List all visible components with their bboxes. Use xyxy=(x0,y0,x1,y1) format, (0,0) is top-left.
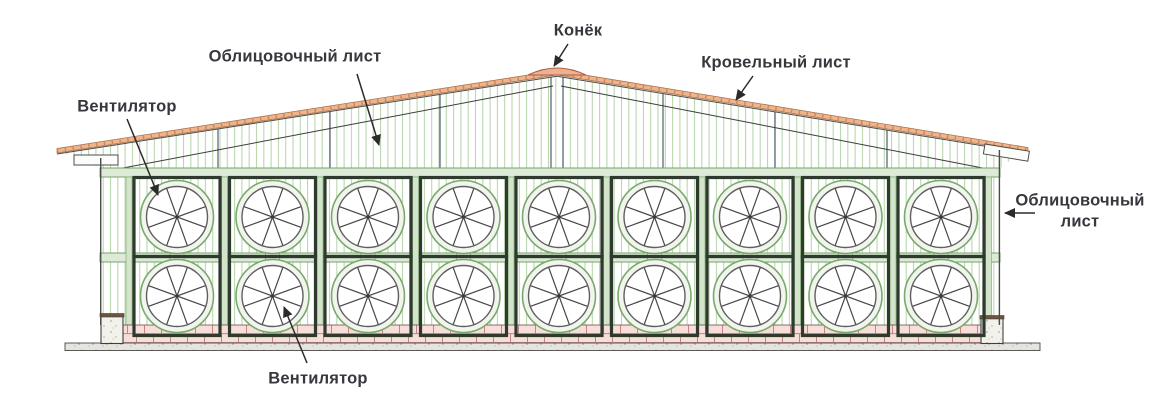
wall-stud xyxy=(794,176,801,326)
arrow-roofing-sheet xyxy=(735,75,754,101)
wall-stud xyxy=(316,176,324,326)
pier-right xyxy=(979,315,1005,345)
ridge-cap xyxy=(527,67,587,76)
ground-line xyxy=(64,342,1041,351)
label-cladding-right: Облицовочный лист xyxy=(1015,191,1145,230)
wall-stud xyxy=(698,176,706,326)
arrow-cladding-top xyxy=(356,73,381,146)
fan-grid xyxy=(132,175,986,338)
arrow-ridge xyxy=(553,43,569,67)
wall-stud xyxy=(412,176,419,326)
fascia-left xyxy=(73,154,119,166)
label-roofing-sheet: Кровельный лист xyxy=(701,53,851,72)
truss-chord-lines xyxy=(101,85,999,173)
wall-stud xyxy=(125,176,133,326)
wall-stud xyxy=(889,176,897,326)
gable-cladding xyxy=(62,77,1023,168)
wall-stud xyxy=(221,176,228,326)
label-fan-bottom: Вентилятор xyxy=(268,369,368,388)
label-cladding-top: Облицовочный лист xyxy=(208,47,382,66)
arrow-fan-bottom xyxy=(283,306,308,364)
label-ridge: Конёк xyxy=(553,21,603,40)
wall-top-girt xyxy=(99,167,1001,178)
wall-stud xyxy=(507,176,515,326)
fascia-right xyxy=(982,143,1030,162)
pier-left xyxy=(99,313,125,345)
annotation-arrows xyxy=(126,43,1035,364)
wall-stud xyxy=(985,176,992,326)
label-fan-top: Вентилятор xyxy=(77,97,177,116)
wall-stud xyxy=(603,176,610,326)
arrow-fan-top xyxy=(126,118,159,196)
